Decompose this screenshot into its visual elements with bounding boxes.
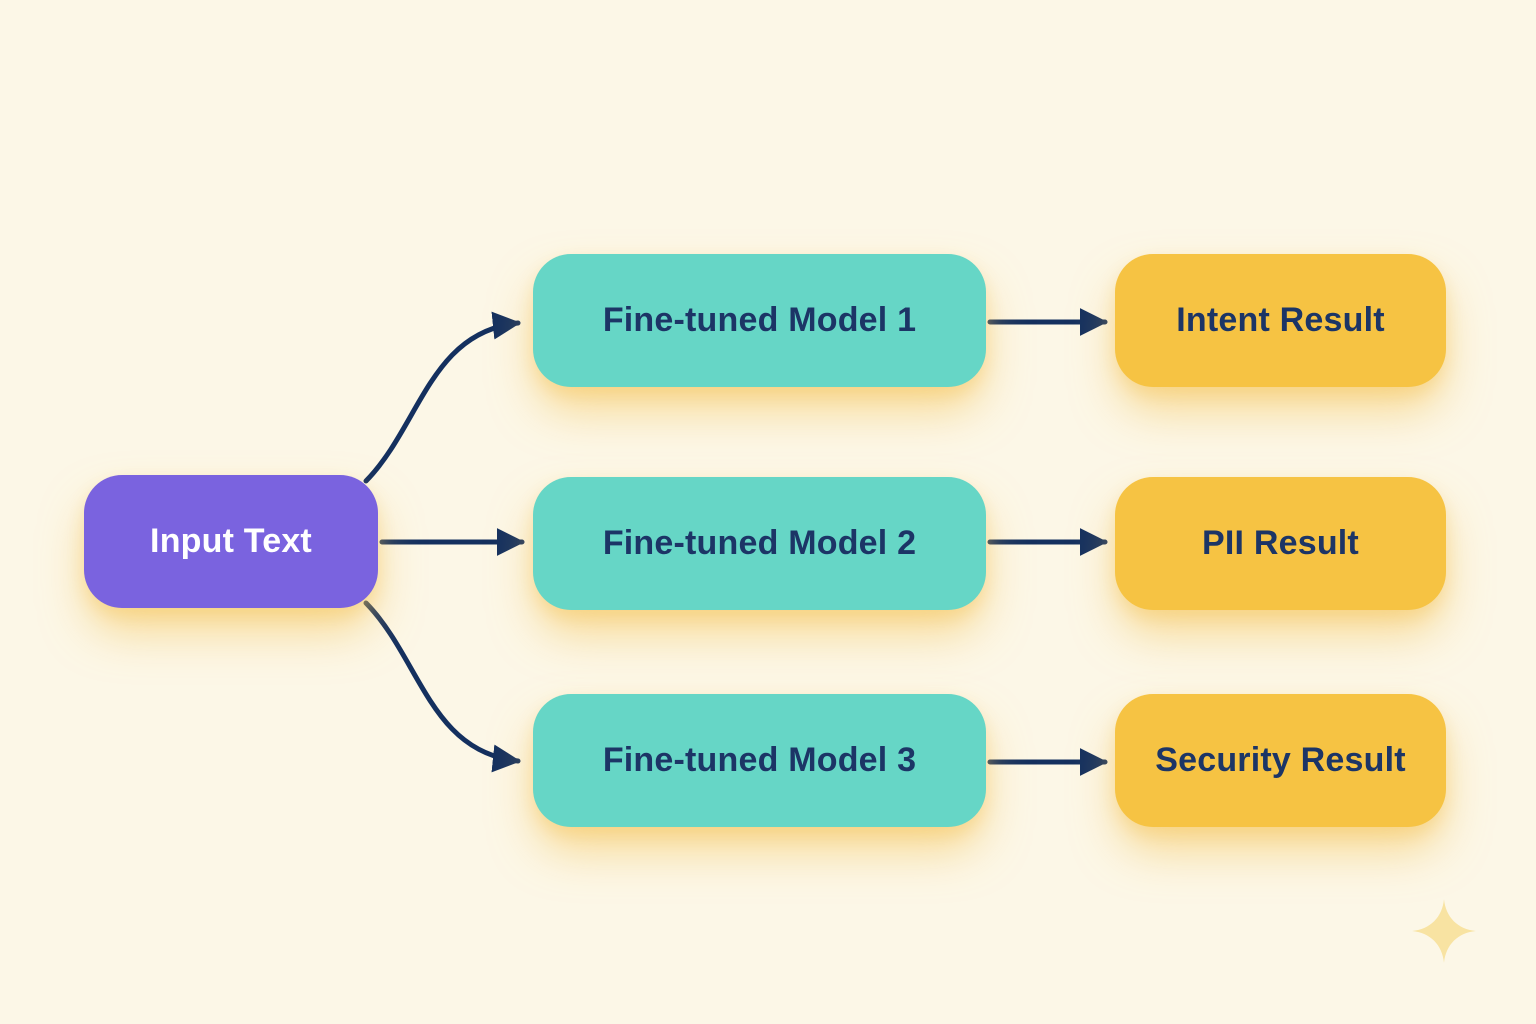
sparkle-icon — [1412, 899, 1476, 963]
node-pii-result-label: PII Result — [1202, 524, 1359, 562]
node-input-text: Input Text — [84, 475, 378, 608]
node-intent-result-label: Intent Result — [1176, 301, 1385, 339]
node-model-3-label: Fine-tuned Model 3 — [602, 741, 917, 779]
node-security-result-label: Security Result — [1155, 741, 1406, 779]
arrow-input-to-model3 — [363, 600, 521, 773]
node-pii-result: PII Result — [1115, 477, 1446, 610]
node-model-1-label: Fine-tuned Model 1 — [602, 301, 917, 339]
node-security-result: Security Result — [1115, 694, 1446, 827]
node-fine-tuned-model-2: Fine-tuned Model 2 — [533, 477, 986, 610]
node-fine-tuned-model-3: Fine-tuned Model 3 — [533, 694, 986, 827]
node-model-2-label: Fine-tuned Model 2 — [602, 524, 917, 562]
node-fine-tuned-model-1: Fine-tuned Model 1 — [533, 254, 986, 387]
node-intent-result: Intent Result — [1115, 254, 1446, 387]
arrow-input-to-model1 — [363, 311, 521, 484]
node-input-text-label: Input Text — [150, 522, 312, 560]
